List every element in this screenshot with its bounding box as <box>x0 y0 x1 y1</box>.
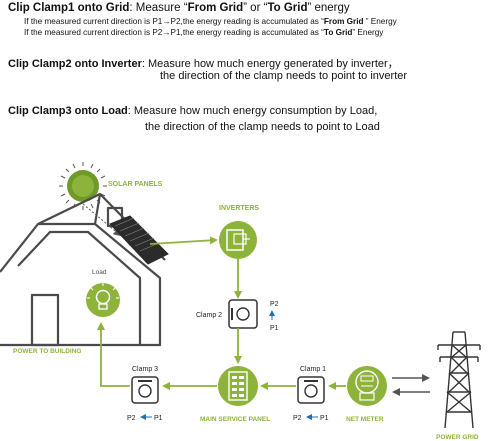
clamp1-heading-mid: ” or “ <box>243 2 268 14</box>
load-bulb-icon <box>86 283 120 317</box>
clamp3-to-load-arrow <box>97 322 130 387</box>
from-grid-term: From Grid <box>187 2 244 14</box>
main-service-panel-label: MAIN SERVICE PANEL <box>200 416 270 423</box>
clamp3-heading: Clip Clamp3 onto Load: Measure how much … <box>8 105 377 117</box>
power-to-building-label: POWER TO BUILDING <box>13 348 82 355</box>
clamp3-p1-label: P1 <box>154 415 163 422</box>
clamp2-heading: Clip Clamp2 onto Inverter: Measure how m… <box>8 55 399 71</box>
house-icon <box>0 192 166 347</box>
clamp2-icon <box>228 299 258 329</box>
to-grid-term: To Grid <box>267 2 308 14</box>
inverters-label: INVERTERS <box>219 205 259 212</box>
clamp1-heading-end: ” energy <box>307 2 350 14</box>
clamp1-p2-label: P2 <box>293 415 302 422</box>
sun-ray-arrow <box>82 203 122 237</box>
clamp3-label: Clamp 3 <box>132 366 158 373</box>
clamp1-icon <box>297 376 325 404</box>
load-label: Load <box>92 269 107 276</box>
clamp1-heading: Clip Clamp1 onto Grid: Measure “From Gri… <box>8 2 350 14</box>
clamp2-p2-label: P2 <box>270 301 279 308</box>
clamp1-heading-bold: Clip Clamp1 onto Grid <box>8 2 130 14</box>
power-tower-icon <box>437 331 481 429</box>
clamp2-p1-label: P1 <box>270 325 279 332</box>
clamp1-label: Clamp 1 <box>300 366 326 373</box>
inverter-icon <box>219 221 257 259</box>
clamp3-p2-label: P2 <box>127 415 136 422</box>
clamp1-rule-from-grid: If the measured current direction is P1→… <box>24 17 397 26</box>
clamp1-rule-to-grid: If the measured current direction is P2→… <box>24 28 384 37</box>
clamp2-direction-note: the direction of the clamp needs to poin… <box>160 70 408 82</box>
clamp2-heading-rest: : Measure how much energy generated by i… <box>141 58 399 70</box>
solar-panel-array <box>109 215 169 265</box>
net-meter-label: NET METER <box>346 416 384 423</box>
clamp2-heading-bold: Clip Clamp2 onto Inverter <box>8 58 142 70</box>
net-meter-icon <box>347 366 387 406</box>
clamp3-direction-note: the direction of the clamp needs to poin… <box>145 121 380 133</box>
solar-to-inverter-arrow <box>149 236 218 245</box>
clamp1-p1-label: P1 <box>320 415 329 422</box>
energy-flow-diagram: SOLAR PANELS Load POWER TO BUILDING INVE… <box>0 162 481 441</box>
main-service-panel-icon <box>218 366 258 406</box>
sun-icon <box>59 162 107 210</box>
solar-panels-label: SOLAR PANELS <box>108 181 163 188</box>
clamp3-heading-bold: Clip Clamp3 onto Load <box>8 105 128 117</box>
clamp3-heading-rest: : Measure how much energy consumption by… <box>127 105 378 117</box>
clamp3-icon <box>131 376 159 404</box>
clamp2-label: Clamp 2 <box>196 312 222 319</box>
clamp1-heading-rest: : Measure “ <box>129 2 188 14</box>
power-grid-label: POWER GRID <box>436 434 479 441</box>
